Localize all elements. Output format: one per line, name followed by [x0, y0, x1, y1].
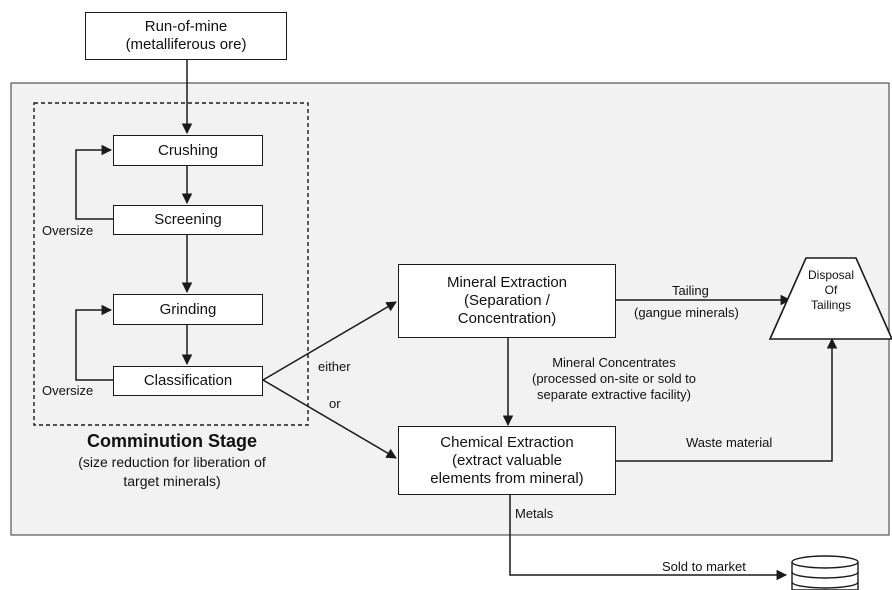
concentrates-line1: Mineral Concentrates [552, 355, 676, 370]
classification-label: Classification [143, 372, 233, 389]
screening-box: Screening [113, 205, 263, 235]
mineral-concentrates-label: Mineral Concentrates (processed on-site … [514, 355, 714, 403]
chemical-extraction-title: Chemical Extraction [440, 433, 574, 451]
crushing-box: Crushing [113, 135, 263, 166]
arrow-metals-to-market [509, 495, 788, 581]
comminution-stage-subtitle-2: target minerals) [123, 472, 221, 489]
classification-box: Classification [113, 366, 263, 396]
screening-label: Screening [154, 211, 222, 228]
chemical-extraction-line2: (extract valuable [451, 451, 563, 469]
grinding-box: Grinding [113, 294, 263, 325]
market-cylinder-icon [791, 555, 859, 590]
run-of-mine-subtitle: (metalliferous ore) [125, 36, 247, 53]
grinding-label: Grinding [159, 300, 217, 318]
sold-to-market-label: Sold to market [662, 559, 746, 574]
waste-material-label: Waste material [686, 435, 773, 450]
oversize-loop-top [75, 144, 115, 220]
disposal-label: Disposal Of Tailings [780, 268, 882, 313]
oversize-loop-bottom [75, 304, 115, 381]
disposal-line1: Disposal [807, 268, 855, 282]
comminution-stage-subtitle-1: (size reduction for liberation of [78, 454, 266, 471]
comminution-stage-title: Comminution Stage [87, 431, 257, 451]
arrow-waste-to-disposal [616, 337, 838, 462]
run-of-mine-title: Run-of-mine [144, 18, 228, 35]
disposal-line3: Tailings [810, 298, 852, 312]
either-label: either [318, 359, 351, 374]
mineral-extraction-box: Mineral Extraction (Separation / Concent… [398, 264, 616, 338]
or-label: or [329, 396, 341, 411]
tailing-label: Tailing [672, 283, 709, 298]
chemical-extraction-line3: elements from mineral) [430, 469, 584, 487]
concentrates-line2: (processed on-site or sold to [531, 370, 697, 386]
oversize-label-top: Oversize [42, 223, 94, 238]
oversize-label-bottom: Oversize [42, 383, 94, 398]
run-of-mine-box: Run-of-mine (metalliferous ore) [85, 12, 287, 60]
comminution-group-border [33, 102, 309, 426]
disposal-line2: Of [824, 283, 838, 297]
arrow-classification-to-chemical-extraction [262, 379, 397, 459]
chemical-extraction-box: Chemical Extraction (extract valuable el… [398, 426, 616, 495]
mineral-extraction-line3: Concentration) [457, 310, 557, 327]
crushing-label: Crushing [157, 141, 219, 159]
mineral-extraction-title: Mineral Extraction [446, 274, 568, 291]
gangue-label: (gangue minerals) [634, 305, 739, 320]
metals-label: Metals [515, 506, 554, 521]
disposal-trapezoid [768, 257, 892, 340]
arrow-classification-to-mineral-extraction [262, 301, 397, 381]
concentrates-line3: separate extractive facility) [537, 386, 691, 402]
comminution-stage-caption: Comminution Stage (size reduction for li… [24, 430, 320, 490]
mineral-extraction-line2: (Separation / [464, 292, 550, 309]
